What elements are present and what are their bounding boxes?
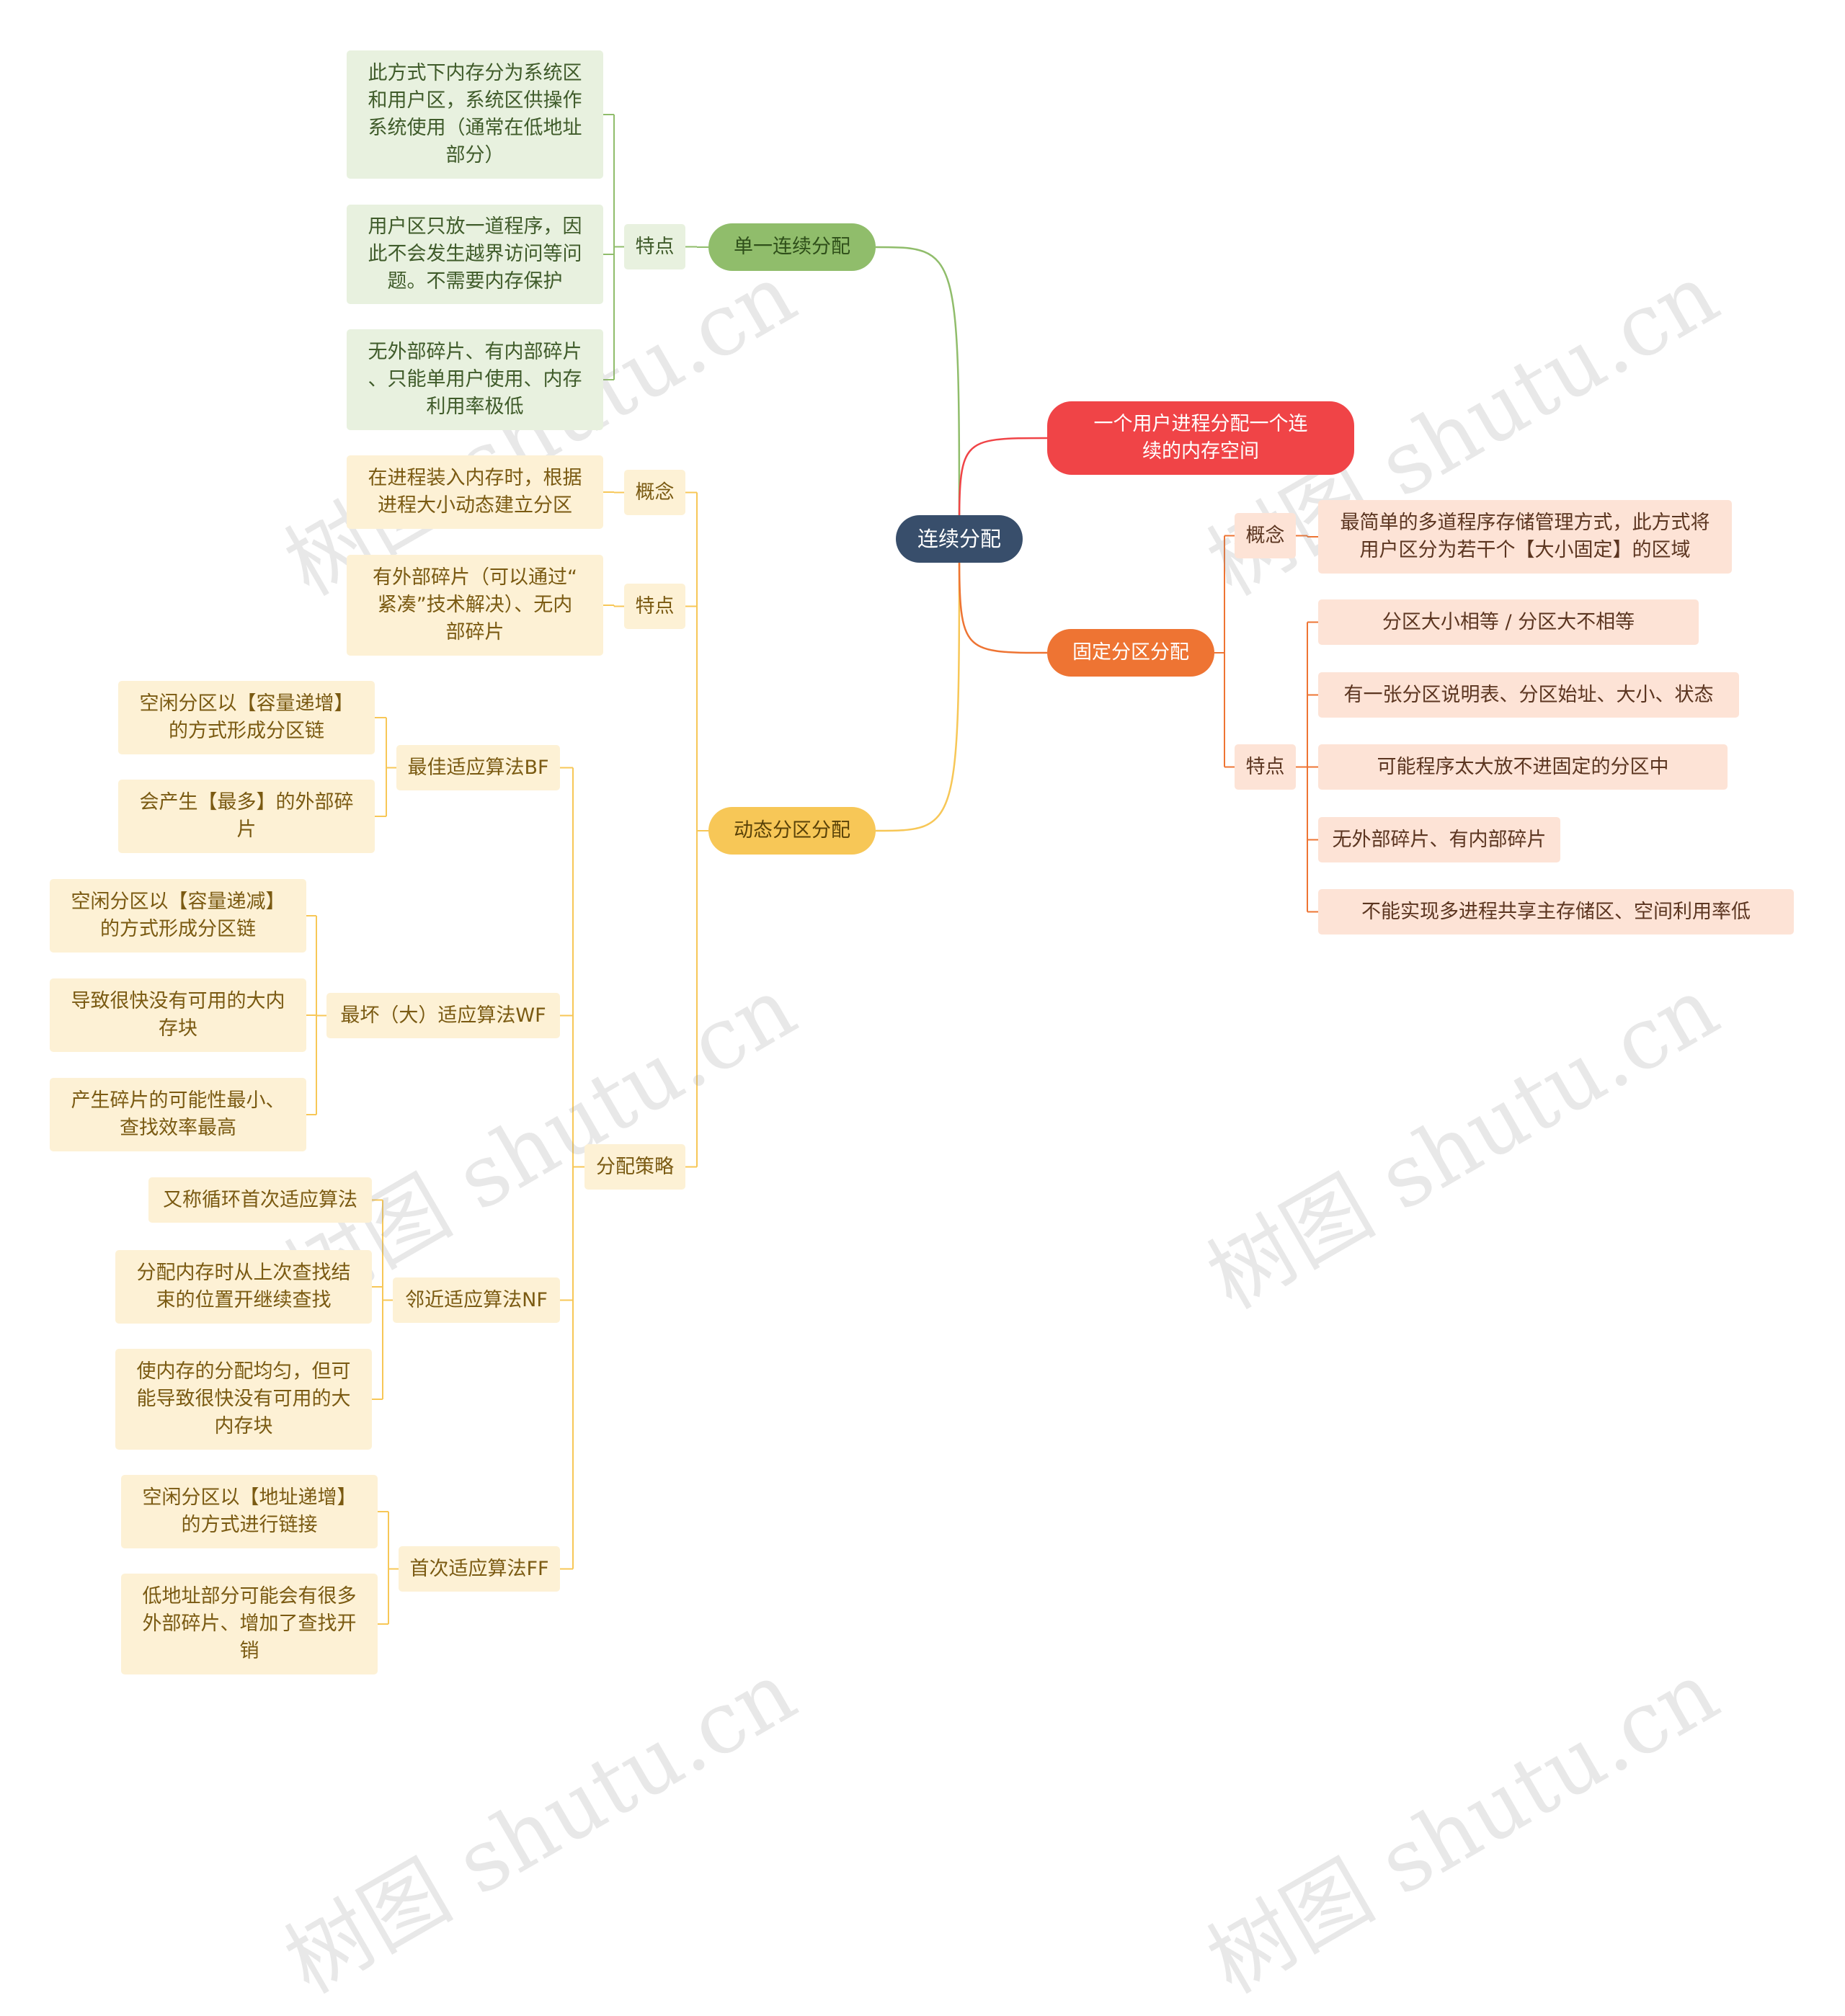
- algorithm-detail: 空闲分区以【地址递增】 的方式进行链接: [121, 1475, 378, 1548]
- algorithm-detail: 又称循环首次适应算法: [148, 1177, 372, 1223]
- single-trait-item: 此方式下内存分为系统区 和用户区，系统区供操作 系统使用（通常在低地址 部分）: [347, 50, 603, 179]
- branch-process-continuous-space[interactable]: 一个用户进程分配一个连 续的内存空间: [1047, 401, 1354, 475]
- single-trait-item: 用户区只放一道程序，因 此不会发生越界访问等问 题。不需要内存保护: [347, 205, 603, 304]
- dynamic-concept-text: 在进程装入内存时，根据 进程大小动态建立分区: [347, 455, 603, 529]
- single-traits-label[interactable]: 特点: [624, 224, 685, 269]
- algorithm-detail: 导致很快没有可用的大内 存块: [50, 978, 306, 1052]
- connector-line: [958, 538, 1048, 654]
- branch-single-continuous[interactable]: 单一连续分配: [708, 223, 876, 271]
- single-trait-item: 无外部碎片、有内部碎片 、只能单用户使用、内存 利用率极低: [347, 329, 603, 430]
- root-node[interactable]: 连续分配: [896, 515, 1023, 563]
- algorithm-detail: 低地址部分可能会有很多 外部碎片、增加了查找开 销: [121, 1574, 378, 1674]
- fixed-trait-item: 有一张分区说明表、分区始址、大小、状态: [1318, 672, 1739, 718]
- fixed-concept-label[interactable]: 概念: [1235, 513, 1296, 558]
- connector-line: [875, 246, 961, 540]
- fixed-trait-item: 不能实现多进程共享主存储区、空间利用率低: [1318, 889, 1794, 935]
- fixed-trait-item: 可能程序太大放不进固定的分区中: [1318, 744, 1728, 790]
- fixed-concept-text: 最简单的多道程序存储管理方式，此方式将 用户区分为若干个【大小固定】的区域: [1318, 500, 1732, 574]
- algorithm-worst-fit[interactable]: 最坏（大）适应算法WF: [326, 993, 560, 1038]
- allocation-strategy-label[interactable]: 分配策略: [584, 1144, 685, 1190]
- algorithm-detail: 空闲分区以【容量递减】 的方式形成分区链: [50, 879, 306, 953]
- algorithm-detail: 会产生【最多】的外部碎 片: [118, 780, 375, 853]
- fixed-trait-item: 无外部碎片、有内部碎片: [1318, 817, 1560, 862]
- algorithm-best-fit[interactable]: 最佳适应算法BF: [396, 745, 560, 790]
- algorithm-detail: 空闲分区以【容量递增】 的方式形成分区链: [118, 681, 375, 754]
- fixed-traits-label[interactable]: 特点: [1235, 744, 1296, 790]
- algorithm-detail: 产生碎片的可能性最小、 查找效率最高: [50, 1078, 306, 1151]
- fixed-trait-item: 分区大小相等 / 分区大不相等: [1318, 599, 1699, 645]
- algorithm-detail: 分配内存时从上次查找结 束的位置开继续查找: [115, 1250, 372, 1324]
- branch-dynamic-partition[interactable]: 动态分区分配: [708, 807, 876, 855]
- connector-line: [875, 538, 961, 832]
- branch-fixed-partition[interactable]: 固定分区分配: [1047, 629, 1214, 677]
- connector-line: [958, 437, 1048, 540]
- algorithm-first-fit[interactable]: 首次适应算法FF: [399, 1546, 560, 1592]
- dynamic-traits-label[interactable]: 特点: [624, 584, 685, 629]
- algorithm-next-fit[interactable]: 邻近适应算法NF: [393, 1277, 560, 1323]
- dynamic-traits-text: 有外部碎片（可以通过“ 紧凑”技术解决）、无内 部碎片: [347, 555, 603, 656]
- dynamic-concept-label[interactable]: 概念: [624, 470, 685, 515]
- connector-lines: [306, 114, 1318, 1625]
- algorithm-detail: 使内存的分配均匀，但可 能导致很快没有可用的大 内存块: [115, 1349, 372, 1450]
